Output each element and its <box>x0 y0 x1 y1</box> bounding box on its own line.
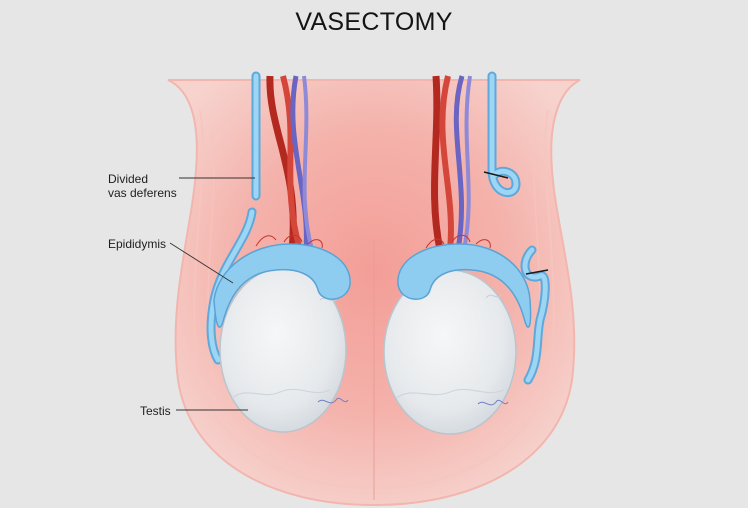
divided-vas-deferens-label-line2: vas deferens <box>108 186 177 200</box>
right-epididymis <box>397 234 532 328</box>
epididymis-label: Epididymis <box>108 237 167 251</box>
epididymis-leader-line <box>169 242 234 284</box>
divided-vas-deferens-label-line1: Divided <box>108 172 149 186</box>
right-vas-deferens <box>483 71 550 385</box>
divided-vas-deferens-label: Divided vas deferens <box>108 172 177 200</box>
left-epididymis <box>213 234 351 328</box>
left-spermatic-cord <box>266 75 314 251</box>
testis-label: Testis <box>140 404 171 418</box>
right-spermatic-cord <box>431 75 472 251</box>
leader-lines <box>169 177 255 411</box>
diagram-title: VASECTOMY <box>295 8 453 36</box>
